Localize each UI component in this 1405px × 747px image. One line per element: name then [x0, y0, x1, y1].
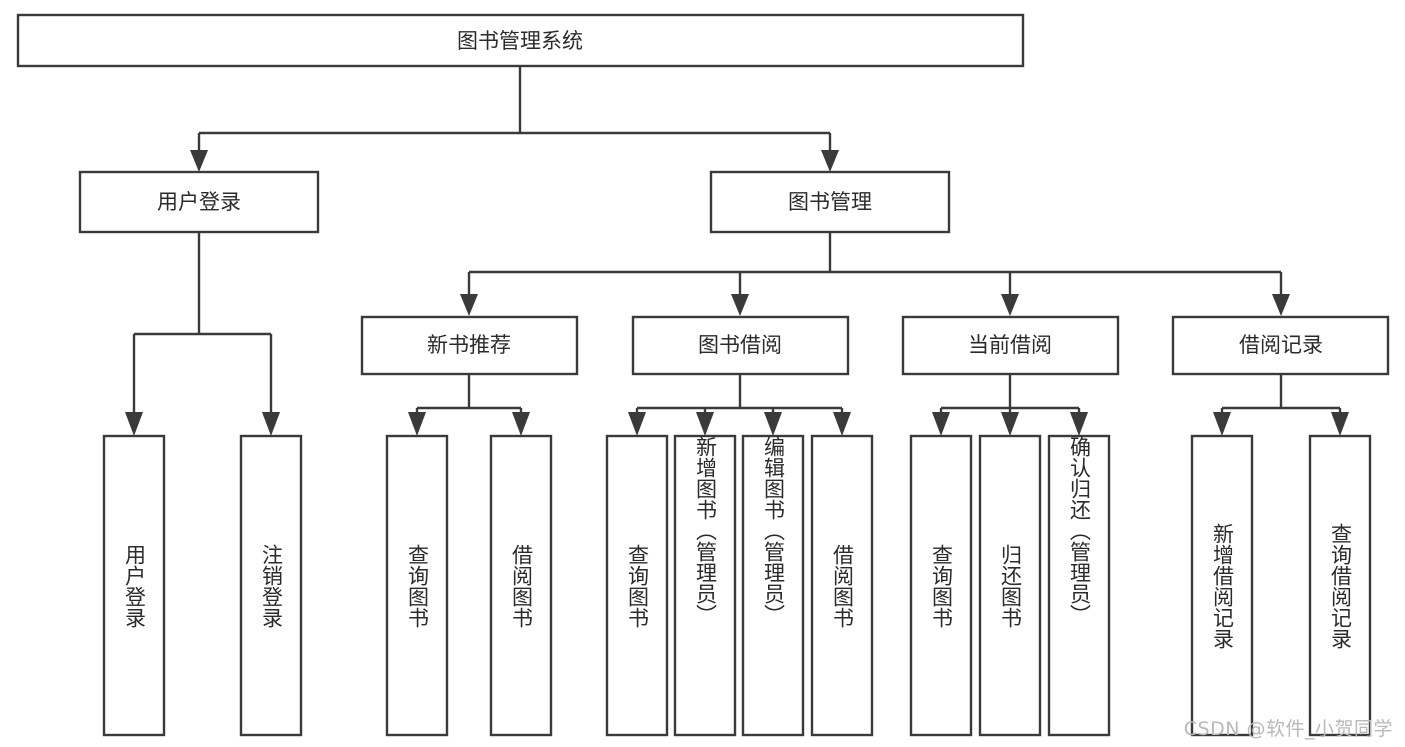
- node-new-book-recommend[interactable]: 新书推荐: [360, 315, 579, 376]
- arrow-head-current-borrow: [1001, 294, 1019, 316]
- leaf-box-bb-borrow-book[interactable]: [810, 434, 874, 737]
- connectors-book-borrow: [628, 374, 851, 436]
- node-book-borrow-label: 图书借阅: [698, 333, 782, 357]
- leaf-boxes-current-borrow: [909, 434, 1111, 737]
- leaf-boxes-user-login: [102, 434, 303, 737]
- connectors-new-book-recommend: [408, 374, 530, 436]
- node-book-manage-box[interactable]: [709, 170, 951, 234]
- connectors-book-manage: [460, 232, 1290, 316]
- arrow-head-book-borrow: [731, 294, 749, 316]
- node-current-borrow-label: 当前借阅: [968, 333, 1052, 357]
- node-user-login-box[interactable]: [78, 170, 320, 234]
- connectors-user-login: [125, 232, 280, 436]
- arrow-head-bb-leaf-4: [833, 412, 851, 436]
- connectors-current-borrow: [932, 374, 1088, 436]
- node-user-login[interactable]: 用户登录: [78, 170, 320, 234]
- watermark-text: CSDN @软件_小贺同学: [1183, 718, 1393, 740]
- node-root[interactable]: 图书管理系统: [16, 13, 1025, 68]
- leaf-box-bb-edit-book[interactable]: [741, 434, 805, 737]
- leaf-box-user-login[interactable]: [102, 434, 166, 737]
- leaf-boxes-new-book-recommend: [385, 434, 553, 737]
- leaf-box-nbr-query-book[interactable]: [385, 434, 449, 737]
- arrow-head-leaf-user-login: [125, 412, 143, 436]
- node-root-box[interactable]: [16, 13, 1025, 68]
- leaf-box-cb-confirm-return[interactable]: [1047, 434, 1111, 737]
- node-current-borrow[interactable]: 当前借阅: [901, 315, 1120, 376]
- leaf-box-bb-query-book[interactable]: [605, 434, 669, 737]
- leaf-box-bb-add-book[interactable]: [673, 434, 737, 737]
- leaf-box-cb-return-book[interactable]: [978, 434, 1042, 737]
- node-root-label: 图书管理系统: [457, 29, 583, 53]
- arrow-head-bb-leaf-2: [696, 412, 714, 436]
- leaf-box-logout[interactable]: [239, 434, 303, 737]
- arrow-head-cb-leaf-2: [1001, 412, 1019, 436]
- leaf-box-br-add-record[interactable]: [1190, 434, 1254, 737]
- arrow-head-bb-leaf-3: [764, 412, 782, 436]
- node-borrow-records[interactable]: 借阅记录: [1171, 315, 1390, 376]
- arrow-head-cb-leaf-1: [932, 412, 950, 436]
- arrow-head-user-login: [190, 150, 208, 172]
- node-new-book-recommend-box[interactable]: [360, 315, 579, 376]
- arrow-head-br-leaf-1: [1213, 412, 1231, 436]
- node-borrow-records-box[interactable]: [1171, 315, 1390, 376]
- arrow-head-cb-leaf-3: [1070, 412, 1088, 436]
- leaf-box-br-query-record[interactable]: [1308, 434, 1372, 737]
- leaf-boxes-book-borrow: [605, 434, 874, 737]
- arrow-head-nbr-leaf-1: [408, 412, 426, 436]
- arrow-head-br-leaf-2: [1331, 412, 1349, 436]
- connectors-borrow-records: [1213, 374, 1349, 436]
- arrow-head-borrow-records: [1272, 294, 1290, 316]
- leaf-box-nbr-borrow-book[interactable]: [489, 434, 553, 737]
- node-current-borrow-box[interactable]: [901, 315, 1120, 376]
- node-book-borrow[interactable]: 图书借阅: [631, 315, 850, 376]
- node-borrow-records-label: 借阅记录: [1239, 333, 1323, 357]
- leaf-boxes-borrow-records: [1190, 434, 1372, 737]
- arrow-head-book-manage: [821, 150, 839, 172]
- arrow-head-bb-leaf-1: [628, 412, 646, 436]
- arrow-head-nbr-leaf-2: [512, 412, 530, 436]
- node-book-manage[interactable]: 图书管理: [709, 170, 951, 234]
- connectors-root: [190, 66, 839, 172]
- node-new-book-recommend-label: 新书推荐: [427, 333, 511, 357]
- leaf-box-cb-query-book[interactable]: [909, 434, 973, 737]
- arrow-head-new-book: [460, 294, 478, 316]
- node-user-login-label: 用户登录: [157, 190, 241, 214]
- node-book-manage-label: 图书管理: [788, 190, 872, 214]
- arrow-head-leaf-logout: [262, 412, 280, 436]
- node-book-borrow-box[interactable]: [631, 315, 850, 376]
